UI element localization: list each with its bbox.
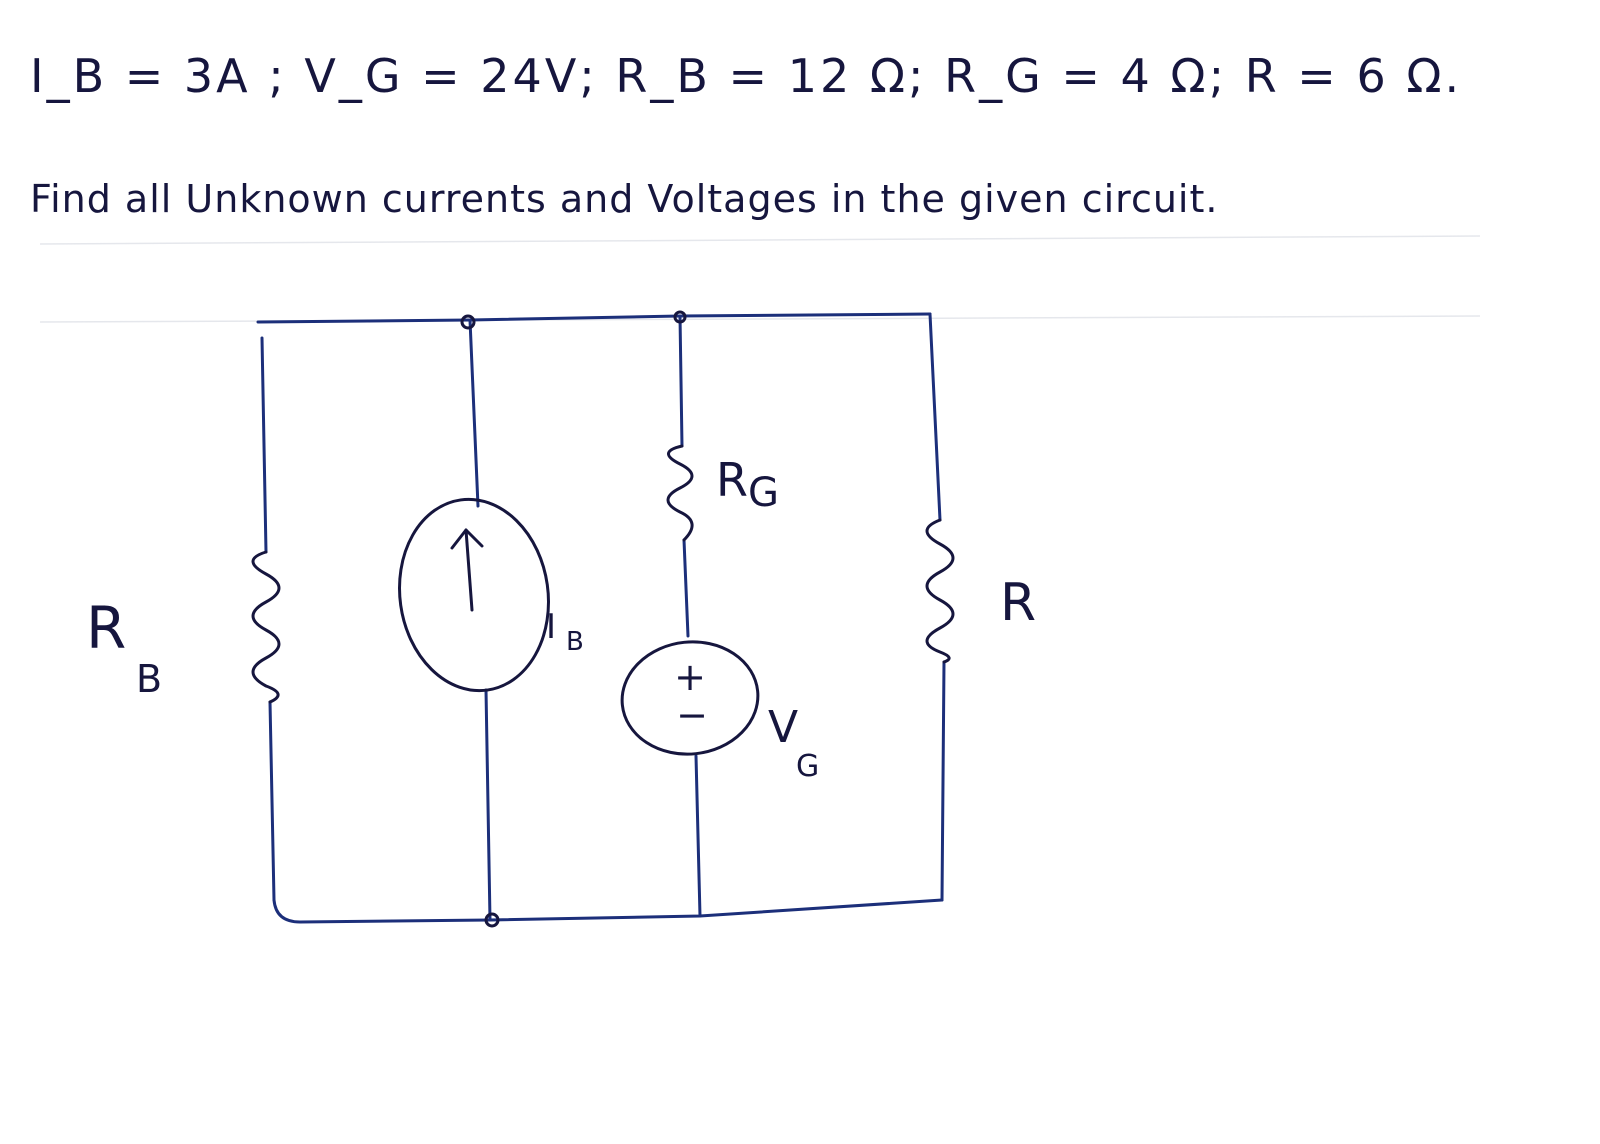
voltage-source-circle <box>620 640 760 756</box>
r-upper-wire <box>928 312 942 522</box>
given-values: I_B = 3A ; V_G = 24V; R_B = 12 Ω; R_G = … <box>30 49 1462 103</box>
bleed-line-mid <box>39 315 1481 323</box>
ib-lower-wire <box>484 688 492 922</box>
top-node-left <box>460 314 476 330</box>
bottom-rail <box>272 898 944 924</box>
label-rg: R <box>716 453 748 507</box>
arrow-up-icon <box>464 528 474 612</box>
top-node-right <box>673 310 687 324</box>
resistor-rb: R B <box>86 550 281 704</box>
label-r: R <box>1000 573 1036 633</box>
top-rail <box>256 312 932 324</box>
bleed-line-top <box>39 235 1481 245</box>
ib-upper-wire <box>468 318 480 508</box>
rb-lower-wire <box>268 700 276 902</box>
task-statement: Find all Unknown currents and Voltages i… <box>30 177 1218 221</box>
label-ib: I <box>546 607 556 647</box>
label-vg: V <box>768 702 798 753</box>
rg-vg-link-wire <box>682 538 690 638</box>
arrow-up-icon-head <box>450 528 484 550</box>
label-rb: R <box>86 594 126 662</box>
resistor-rg: R G <box>666 444 779 542</box>
label-ib-subscript: B <box>566 627 584 657</box>
rb-upper-wire <box>260 336 268 554</box>
resistor-r-zigzag <box>925 518 955 664</box>
r-lower-wire <box>940 660 946 902</box>
resistor-rg-zigzag <box>666 444 694 542</box>
rg-upper-wire <box>678 314 684 448</box>
voltage-source-vg: + − V G <box>620 640 819 784</box>
resistor-rb-zigzag <box>251 550 281 704</box>
vg-lower-wire <box>694 754 702 918</box>
bottom-node <box>484 912 500 928</box>
resistor-r: R <box>925 518 1036 664</box>
label-rg-subscript: G <box>748 470 779 516</box>
current-source-ib: I B <box>398 497 584 693</box>
plus-sign-icon: + <box>674 655 706 699</box>
minus-sign-icon: − <box>676 693 708 737</box>
wires <box>256 312 946 924</box>
junction-nodes <box>460 310 687 928</box>
label-vg-subscript: G <box>796 749 819 784</box>
paper-bleed-through <box>39 235 1481 323</box>
label-rb-subscript: B <box>136 657 162 701</box>
current-source-circle <box>398 497 550 693</box>
